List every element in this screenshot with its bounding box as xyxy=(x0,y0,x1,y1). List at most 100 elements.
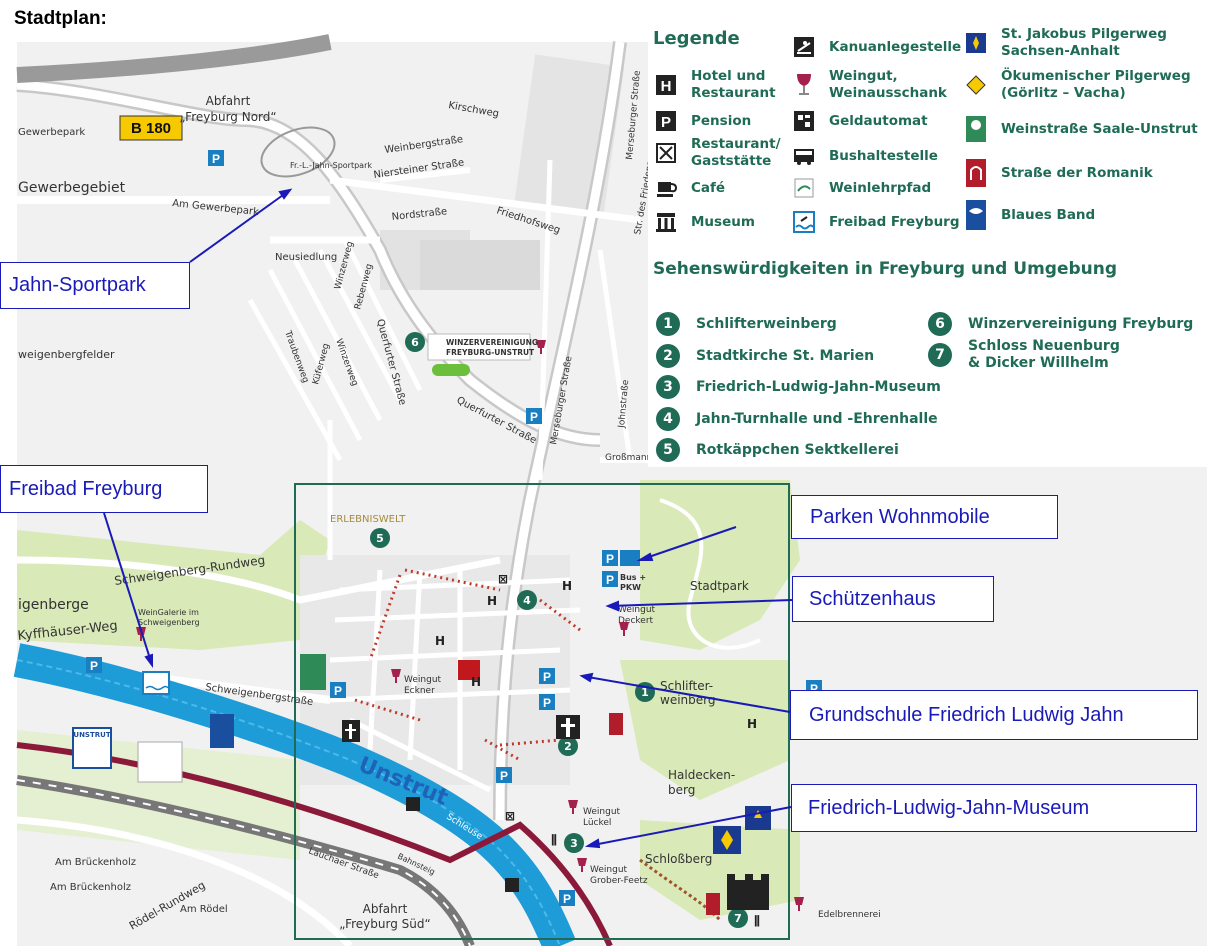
label-edelbrennerei: Edelbrennerei xyxy=(818,910,881,920)
label-johnstr: Johnstraße xyxy=(617,379,631,429)
callout-line-museum xyxy=(587,806,792,847)
callout-line-jahn-sportpark xyxy=(189,189,291,263)
svg-text:1: 1 xyxy=(641,686,649,699)
svg-text:P: P xyxy=(563,892,571,906)
callout-schuetzenhaus[interactable]: Schützenhaus xyxy=(792,576,994,622)
weinstrasse-icon xyxy=(300,654,326,690)
label-sportpark: Fr.-L.-Jahn-Sportpark xyxy=(290,161,372,170)
label-abfahrt-nord-2: „Freyburg Nord“ xyxy=(179,110,276,124)
wine-glass-icon xyxy=(791,72,817,98)
legend-blaues-band: Blaues Band xyxy=(963,200,1095,230)
legend-kanu: Kanuanlegestelle xyxy=(791,34,961,60)
pension-icon: P xyxy=(653,108,679,134)
callout-parken-wohnmobile[interactable]: Parken Wohnmobile xyxy=(791,495,1058,539)
atm-icon xyxy=(791,108,817,134)
map-badge-6[interactable] xyxy=(405,332,425,352)
wine-glass-icon xyxy=(619,622,629,636)
romanik-icon xyxy=(963,159,989,187)
callout-line-freibad xyxy=(103,512,153,666)
kanu-icon xyxy=(791,34,817,60)
parking-icon xyxy=(496,767,512,783)
hotel-icon: H xyxy=(653,72,679,98)
svg-text:P: P xyxy=(661,114,671,131)
callout-freibad[interactable]: Freibad Freyburg xyxy=(0,465,208,513)
callout-line-schuetzenhaus xyxy=(607,599,793,607)
svg-text:P: P xyxy=(543,670,551,684)
parking-icon xyxy=(208,150,224,166)
wine-glass-icon xyxy=(568,800,578,814)
bus-icon xyxy=(791,143,817,169)
callout-jahn-sportpark[interactable]: Jahn-Sportpark xyxy=(0,262,190,309)
romanik-icon xyxy=(609,713,623,735)
museum-icon: ⫼ xyxy=(754,914,760,928)
label-schlifterweinberg: Schlifter-weinberg xyxy=(660,679,715,707)
parking-icon xyxy=(602,571,618,587)
label-schlossberg: Schloßberg xyxy=(645,852,712,866)
legend-weinlehrpfad: Weinlehrpfad xyxy=(791,175,931,201)
castle-icon xyxy=(727,874,769,910)
label-grossmanns: Großmanns xyxy=(605,453,657,463)
wine-glass-icon xyxy=(794,897,804,911)
svg-text:H: H xyxy=(661,78,672,95)
legend-geldautomat: Geldautomat xyxy=(791,108,928,134)
svg-text:6: 6 xyxy=(411,336,419,349)
ebike-sign xyxy=(432,364,470,376)
label-am-roedel: Am Rödel xyxy=(180,904,228,915)
blaues-band-icon xyxy=(210,714,234,748)
hotel-icon: H xyxy=(435,634,445,648)
label-abfahrt-sued: Abfahrt„Freyburg Süd“ xyxy=(339,902,430,931)
weinstrasse-icon xyxy=(963,116,989,142)
legend-museum: Museum xyxy=(653,209,755,235)
restaurant-icon xyxy=(653,140,679,166)
hotel-icon: H xyxy=(562,579,572,593)
freibad-icon xyxy=(791,209,817,235)
label-stadtpark: Stadtpark xyxy=(690,579,749,593)
label-neusiedlung: Neusiedlung xyxy=(275,252,337,263)
label-am-brueckenholz-1: Am Brückenholz xyxy=(55,857,136,868)
legend-restaurant: Restaurant/Gaststätte xyxy=(653,136,781,170)
wine-glass-icon xyxy=(536,340,546,354)
legend-weingut: Weingut,Weinausschank xyxy=(791,68,947,102)
map-badge-2[interactable] xyxy=(558,736,578,756)
map-badge-4[interactable] xyxy=(517,590,537,610)
museum-icon: ⫼ xyxy=(551,833,557,847)
svg-text:P: P xyxy=(606,552,614,566)
label-bus-pkw-1: Bus + xyxy=(620,573,646,582)
svg-text:P: P xyxy=(810,682,818,696)
blaues-band-icon xyxy=(963,200,989,230)
svg-text:P: P xyxy=(90,659,98,673)
map-badge-5[interactable] xyxy=(370,528,390,548)
wine-glass-icon xyxy=(136,627,146,641)
legend-cafe: Café xyxy=(653,175,725,201)
map-badge-7[interactable] xyxy=(728,908,748,928)
label-am-brueckenholz-2: Am Brückenholz xyxy=(50,882,131,893)
legend-bus: Bushaltestelle xyxy=(791,143,938,169)
svg-text:P: P xyxy=(500,769,508,783)
legend-weinstrasse: Weinstraße Saale-Unstrut xyxy=(963,116,1198,142)
svg-text:P: P xyxy=(334,684,342,698)
svg-text:P: P xyxy=(606,573,614,587)
svg-text:P: P xyxy=(543,696,551,710)
kanu-icon xyxy=(505,878,519,892)
cafe-icon xyxy=(653,175,679,201)
map-badge-3[interactable] xyxy=(564,833,584,853)
callout-line-parken xyxy=(639,526,737,561)
callout-museum[interactable]: Friedrich-Ludwig-Jahn-Museum xyxy=(791,784,1197,832)
label-schweigenberge: igenberge xyxy=(18,597,89,613)
parking-icon xyxy=(602,550,618,566)
legend-oekumenisch: Ökumenischer Pilgerweg(Görlitz – Vacha) xyxy=(963,68,1191,102)
unstrut-radweg-sign xyxy=(72,727,112,769)
svg-text:5: 5 xyxy=(376,532,384,545)
svg-text:7: 7 xyxy=(734,912,742,925)
callout-grundschule[interactable]: Grundschule Friedrich Ludwig Jahn xyxy=(790,690,1198,740)
